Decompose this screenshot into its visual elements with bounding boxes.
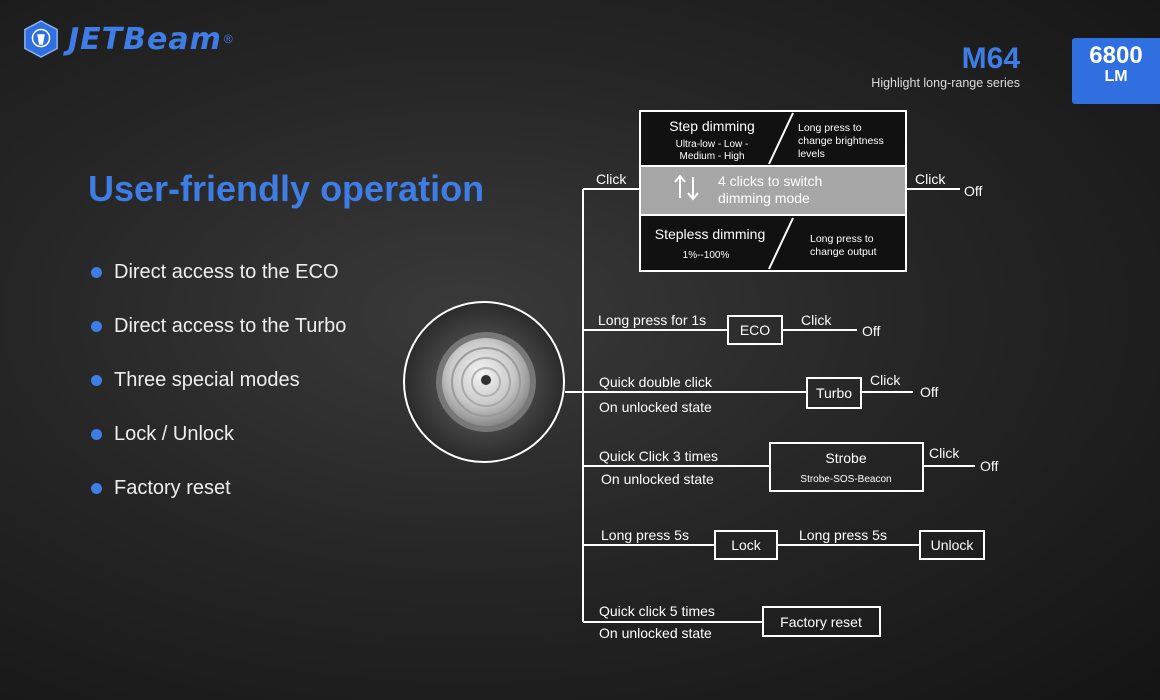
feature-item: Factory reset — [90, 475, 346, 529]
step-note-line: Long press to — [798, 122, 862, 134]
strobe-sub-label: Strobe-SOS-Beacon — [800, 474, 891, 485]
step-note-line: levels — [798, 148, 825, 160]
click-label: Click — [929, 445, 960, 461]
off-label: Off — [920, 384, 939, 400]
feature-item: Lock / Unlock — [90, 421, 346, 475]
click-label: Click — [870, 372, 901, 388]
turbo-label: Turbo — [816, 385, 852, 401]
mode-switch-band — [641, 166, 905, 215]
model-block: M64 Highlight long-range series — [871, 42, 1020, 91]
eco-label: ECO — [740, 322, 770, 338]
feature-list: Direct access to the ECO Direct access t… — [90, 259, 346, 529]
off-label: Off — [980, 458, 999, 474]
click-label: Click — [596, 171, 627, 187]
brand-name: JETBeam — [68, 21, 222, 57]
turbo-state: On unlocked state — [599, 399, 712, 415]
click-label: Click — [801, 312, 832, 328]
feature-item: Three special modes — [90, 367, 346, 421]
slash-divider — [768, 112, 794, 165]
jetbeam-badge-icon — [24, 20, 58, 58]
unlock-box — [919, 530, 985, 560]
strobe-label: Strobe — [825, 450, 866, 466]
page-title: User-friendly operation — [88, 168, 485, 209]
reset-action: Quick click 5 times — [599, 603, 715, 619]
up-down-arrows-icon — [674, 174, 699, 201]
mode-switch-line: dimming mode — [718, 190, 810, 206]
off-label: Off — [862, 323, 881, 339]
strobe-action: Quick Click 3 times — [599, 448, 718, 464]
feature-item: Direct access to the Turbo — [90, 313, 346, 367]
tail-switch-icon — [403, 301, 565, 463]
mode-switch-line: 4 clicks to switch — [718, 173, 822, 189]
stepless-note-line: Long press to — [810, 233, 874, 245]
model-name: M64 — [961, 42, 1020, 75]
feature-item: Direct access to the ECO — [90, 259, 346, 313]
lock-action: Long press 5s — [601, 527, 689, 543]
model-series: Highlight long-range series — [871, 76, 1020, 90]
unlock-label: Unlock — [931, 537, 975, 553]
lock-label: Lock — [731, 537, 762, 553]
lumen-badge: 6800 LM — [1072, 38, 1160, 104]
step-levels-line: Medium - High — [679, 151, 744, 162]
off-label: Off — [964, 183, 983, 199]
click-label: Click — [915, 171, 946, 187]
slash-divider — [768, 217, 794, 270]
stepless-note-line: change output — [810, 246, 877, 258]
lumen-unit: LM — [1104, 68, 1128, 85]
lumen-value: 6800 — [1089, 42, 1143, 69]
factory-reset-box — [762, 606, 881, 637]
strobe-state: On unlocked state — [601, 471, 714, 487]
turbo-action: Quick double click — [599, 374, 713, 390]
registered-mark: ® — [223, 32, 233, 46]
brand-logo: JETBeam ® — [22, 20, 233, 58]
stepless-range: 1%--100% — [683, 250, 730, 261]
step-levels-line: Ultra-low - Low - — [676, 139, 749, 150]
stepless-title: Stepless dimming — [655, 226, 766, 242]
step-dimming-title: Step dimming — [669, 118, 755, 134]
factory-reset-label: Factory reset — [780, 614, 862, 630]
unlock-action: Long press 5s — [799, 527, 887, 543]
eco-action: Long press for 1s — [598, 312, 706, 328]
reset-state: On unlocked state — [599, 625, 712, 641]
step-note-line: change brightness — [798, 135, 884, 147]
